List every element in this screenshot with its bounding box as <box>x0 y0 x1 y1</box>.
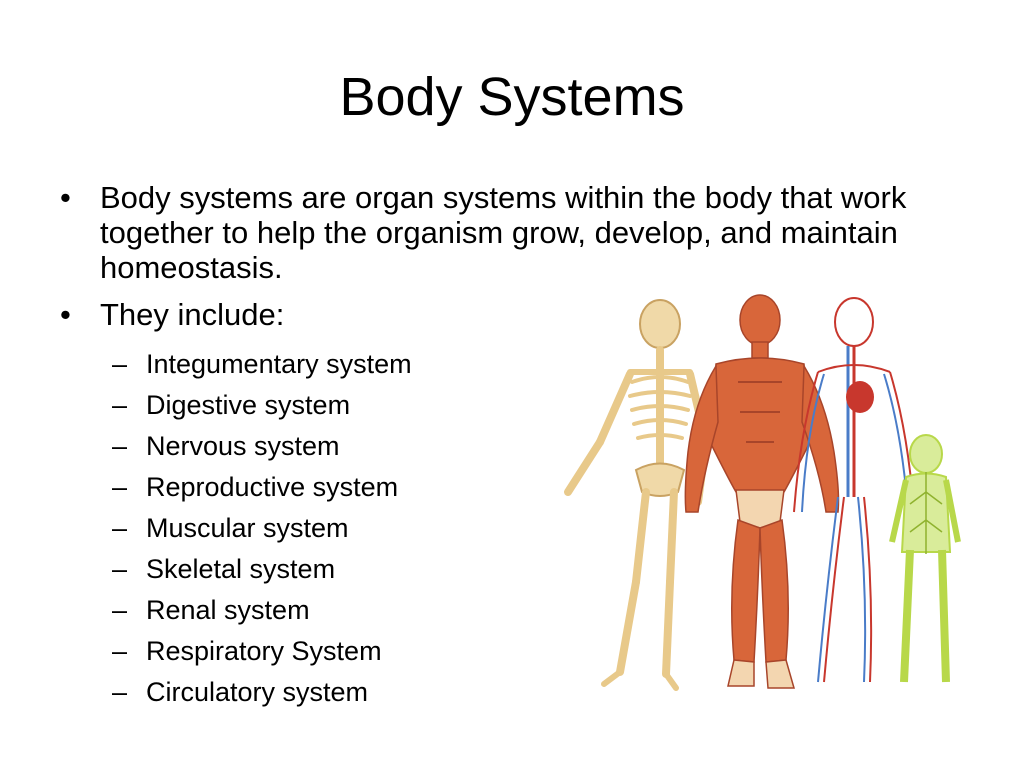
nervous-figure <box>889 434 961 683</box>
system-name: Respiratory System <box>146 636 382 666</box>
list-item: –Muscular system <box>112 508 492 549</box>
list-item: –Digestive system <box>112 385 492 426</box>
circulatory-figure <box>793 297 915 683</box>
bullet-marker: • <box>60 297 71 332</box>
dash-marker: – <box>112 431 128 461</box>
systems-list: –Integumentary system –Digestive system … <box>112 344 492 713</box>
system-name: Muscular system <box>146 513 349 543</box>
dash-marker: – <box>112 472 128 502</box>
bullet-text: They include: <box>100 297 285 332</box>
list-item: –Nervous system <box>112 426 492 467</box>
list-item: –Skeletal system <box>112 549 492 590</box>
body-figures-svg <box>564 294 961 691</box>
list-item: –Circulatory system <box>112 672 492 713</box>
list-item: –Integumentary system <box>112 344 492 385</box>
list-item: –Respiratory System <box>112 631 492 672</box>
human-body-systems-illustration <box>548 292 968 702</box>
dash-marker: – <box>112 595 128 625</box>
system-name: Integumentary system <box>146 349 412 379</box>
system-name: Renal system <box>146 595 310 625</box>
bullet-text: Body systems are organ systems within th… <box>100 180 907 285</box>
list-item: –Renal system <box>112 590 492 631</box>
bullet-list: • Body systems are organ systems within … <box>60 180 980 344</box>
dash-marker: – <box>112 513 128 543</box>
system-name: Circulatory system <box>146 677 369 707</box>
bullet-marker: • <box>60 180 71 215</box>
dash-marker: – <box>112 677 128 707</box>
dash-marker: – <box>112 349 128 379</box>
dash-marker: – <box>112 390 128 420</box>
slide-title: Body Systems <box>339 67 685 127</box>
dash-marker: – <box>112 554 128 584</box>
system-name: Nervous system <box>146 431 340 461</box>
list-item: –Reproductive system <box>112 467 492 508</box>
muscular-figure <box>684 294 840 689</box>
bullet-item: • Body systems are organ systems within … <box>60 180 980 285</box>
system-name: Skeletal system <box>146 554 336 584</box>
system-name: Reproductive system <box>146 472 399 502</box>
system-name: Digestive system <box>146 390 351 420</box>
dash-marker: – <box>112 636 128 666</box>
bullet-item: • They include: <box>60 297 980 332</box>
